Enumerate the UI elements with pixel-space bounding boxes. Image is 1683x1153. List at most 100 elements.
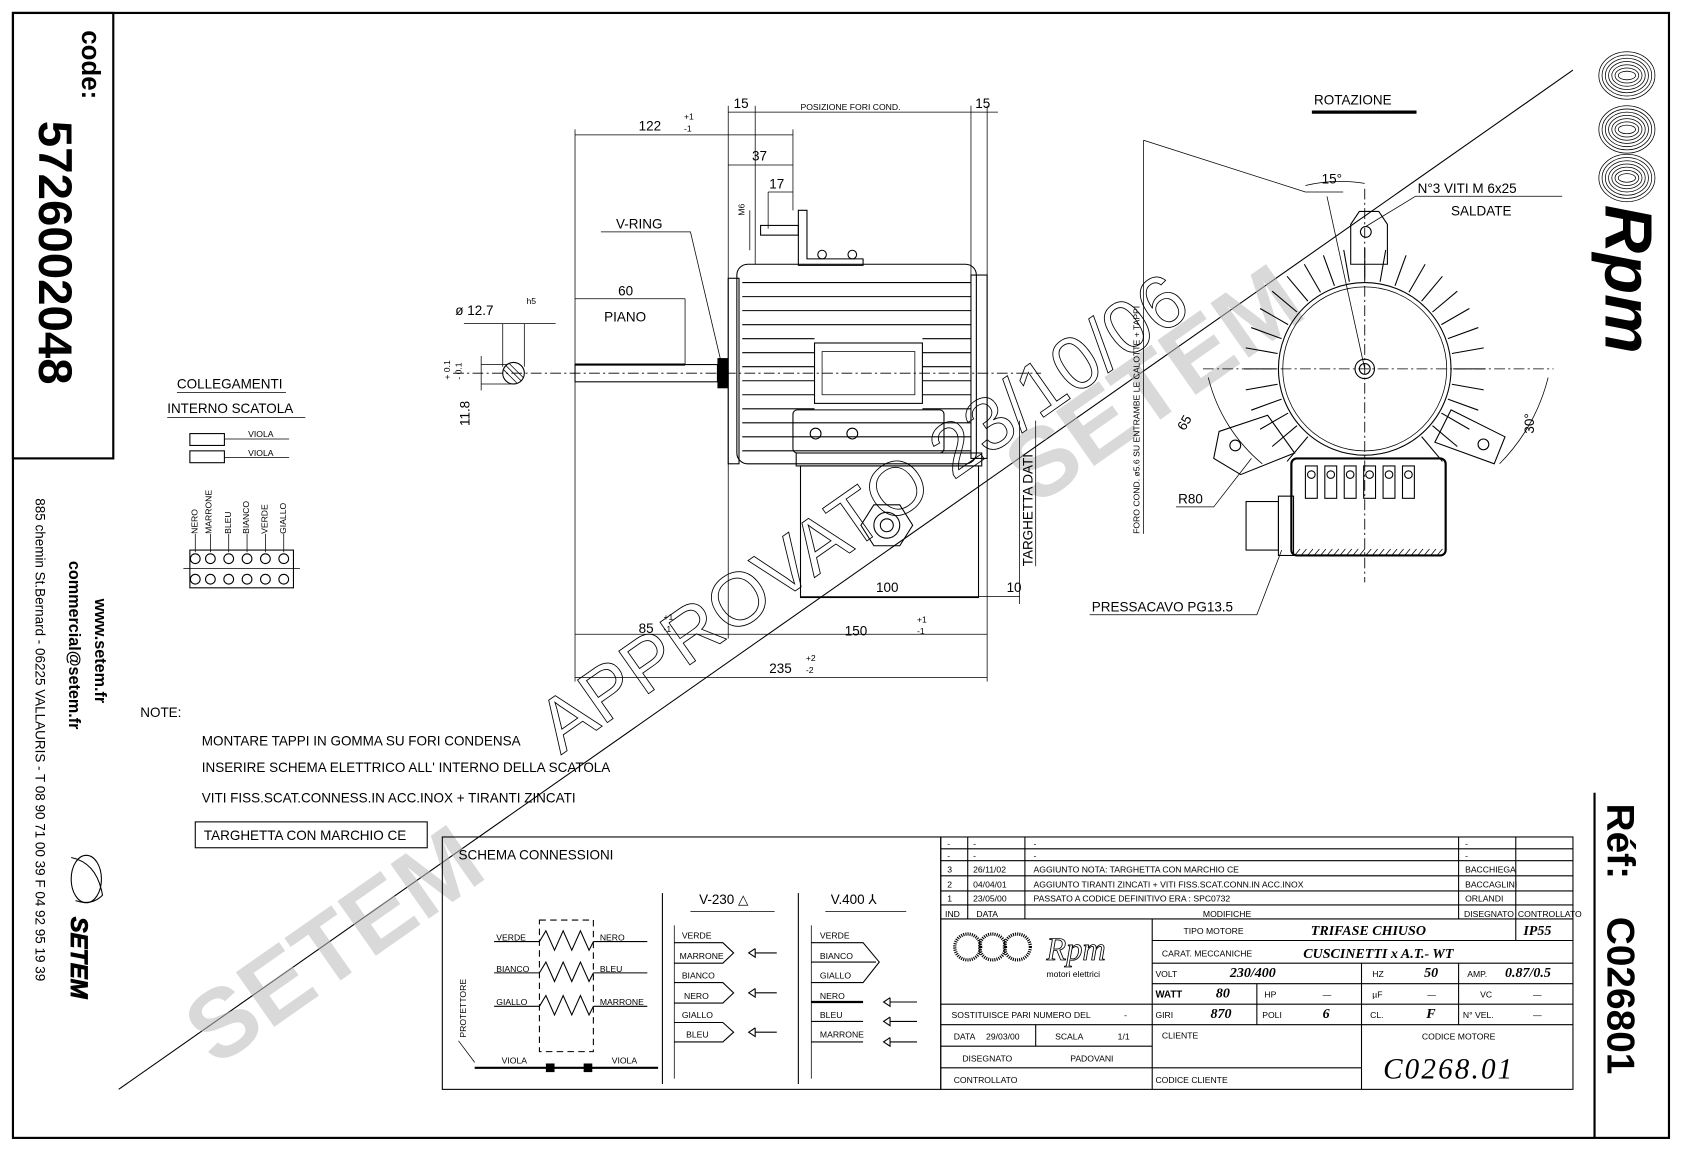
terminal-screw [260, 573, 271, 585]
logo-ring [1598, 153, 1656, 203]
hatch [1430, 548, 1437, 556]
notes-label: NOTE: [140, 705, 181, 720]
terminal-screw [189, 553, 201, 565]
supply-arrowhead [747, 1027, 756, 1038]
rev-header-checked: CONTROLLATO [1518, 909, 1582, 919]
delta-wire: BLEU [686, 1030, 709, 1040]
welded-label: SALDATE [1451, 204, 1511, 219]
ce-marking-box [194, 821, 428, 849]
hatch [1313, 548, 1320, 556]
winding-label: GIALLO [496, 997, 527, 1007]
date-label: DATA [954, 1032, 976, 1042]
watermark-stamp: APPROVATO 23/10/06 [522, 256, 1203, 768]
setem-logo-emblem [70, 854, 102, 904]
tol-122-plus: +1 [684, 112, 694, 122]
terminal-wire-label: BLEU [223, 511, 233, 533]
setem-logo: SETEM [65, 854, 104, 1000]
motor-type-label: TIPO MOTORE [1183, 926, 1243, 936]
terminal-screw [223, 553, 235, 565]
rev-ind: 2 [947, 880, 952, 890]
logo-ring [1611, 118, 1643, 141]
winding-coil [538, 929, 594, 952]
right-foot [1434, 409, 1506, 465]
end-body [1277, 282, 1452, 456]
angle-30-label: 30° [1522, 413, 1537, 433]
supply-arrowhead [882, 997, 891, 1008]
setem-logo-swoosh [71, 856, 104, 903]
protector-terminal [189, 433, 225, 446]
fin [1303, 263, 1321, 293]
fin [1432, 290, 1458, 313]
logo-ring [1598, 51, 1656, 100]
v-ring-leader [600, 231, 722, 361]
tol-122-minus: -1 [684, 124, 692, 134]
star-wire: MARRONE [820, 1030, 864, 1040]
hatch [1384, 548, 1391, 556]
terminal [1304, 465, 1318, 499]
protector-wire-label: VIOLA [502, 1055, 528, 1065]
rev-text: - [1034, 851, 1037, 861]
logo-ring [1601, 157, 1653, 199]
fin [1441, 308, 1470, 326]
note-line: VITI FISS.SCAT.CONNESS.IN ACC.INOX + TIR… [202, 790, 576, 805]
protector-wire-label: VIOLA [612, 1055, 638, 1065]
rev-date: 26/11/02 [973, 865, 1006, 875]
tol-11-8-plus: + 0.1 [442, 360, 452, 380]
logo-ring [1614, 121, 1640, 138]
angle-15-label: 15° [1322, 171, 1342, 186]
fin [1286, 436, 1309, 462]
end-cable-gland-nut [1277, 495, 1295, 557]
customer-code-label: CODICE CLIENTE [1155, 1075, 1228, 1085]
rpm-logo-rings [1598, 51, 1656, 203]
winding-label: NERO [600, 933, 625, 943]
internal-connections-title-2: INTERNO SCATOLA [167, 401, 293, 416]
class-value: F [1425, 1007, 1436, 1022]
windings [494, 929, 648, 1017]
setem-logo-text: SETEM [65, 917, 91, 1000]
terminal-wire-label: VERDE [260, 504, 270, 534]
rev-header-text: MODIFICHE [1203, 909, 1252, 919]
terminal-screw [204, 573, 216, 585]
star-title: V.400 ⅄ [831, 892, 877, 907]
poles-label: POLI [1262, 1010, 1282, 1020]
hatch [1404, 548, 1411, 556]
terminal [1324, 465, 1338, 499]
supply-arrowhead [882, 1016, 891, 1027]
fin [1432, 425, 1458, 447]
terminal-screw [1365, 470, 1374, 479]
logo-ring [1617, 70, 1636, 81]
terminal-screw [241, 573, 253, 585]
dim-17: 17 [769, 177, 784, 192]
end-fins [1243, 248, 1486, 462]
logo-ring [1611, 64, 1643, 87]
hatch [1417, 548, 1424, 556]
fin [1259, 412, 1289, 430]
logo-ring [1604, 160, 1649, 196]
angle-15-arc [1305, 181, 1365, 186]
delta-wire: MARRONE [680, 951, 724, 961]
supply-arrowhead [882, 1037, 891, 1048]
hatch [1397, 548, 1404, 556]
dim-11-8: 11.8 [457, 401, 472, 426]
cable-gland-bore [879, 518, 894, 533]
screws-label: N°3 VITI M 6x25 [1418, 181, 1517, 196]
terminal-screw [278, 553, 290, 565]
class-label: CL. [1370, 1010, 1383, 1020]
rev-text: AGGIUNTO TIRANTI ZINCATI + VITI FISS.SCA… [1034, 880, 1304, 890]
logo-ring [1601, 54, 1653, 97]
gland-leader [1089, 549, 1283, 616]
amp-label: AMP. [1467, 969, 1487, 979]
motor-type-value: TRIFASE CHIUSO [1311, 924, 1426, 939]
replaces-label: SOSTITUISCE PARI NUMERO DEL [952, 1010, 1091, 1020]
fin [1451, 383, 1484, 391]
radius-leader [1175, 458, 1252, 508]
winding-label: VERDE [496, 933, 526, 943]
winding-label: MARRONE [600, 997, 644, 1007]
delta-wire: VERDE [682, 930, 712, 940]
uf-label: µF [1372, 990, 1382, 1000]
logo-ring [1614, 170, 1640, 186]
watt-value: 80 [1216, 987, 1230, 1002]
dim-15-left: 15 [734, 96, 749, 111]
hp-value: — [1323, 990, 1332, 1000]
hp-label: HP [1264, 990, 1276, 1000]
